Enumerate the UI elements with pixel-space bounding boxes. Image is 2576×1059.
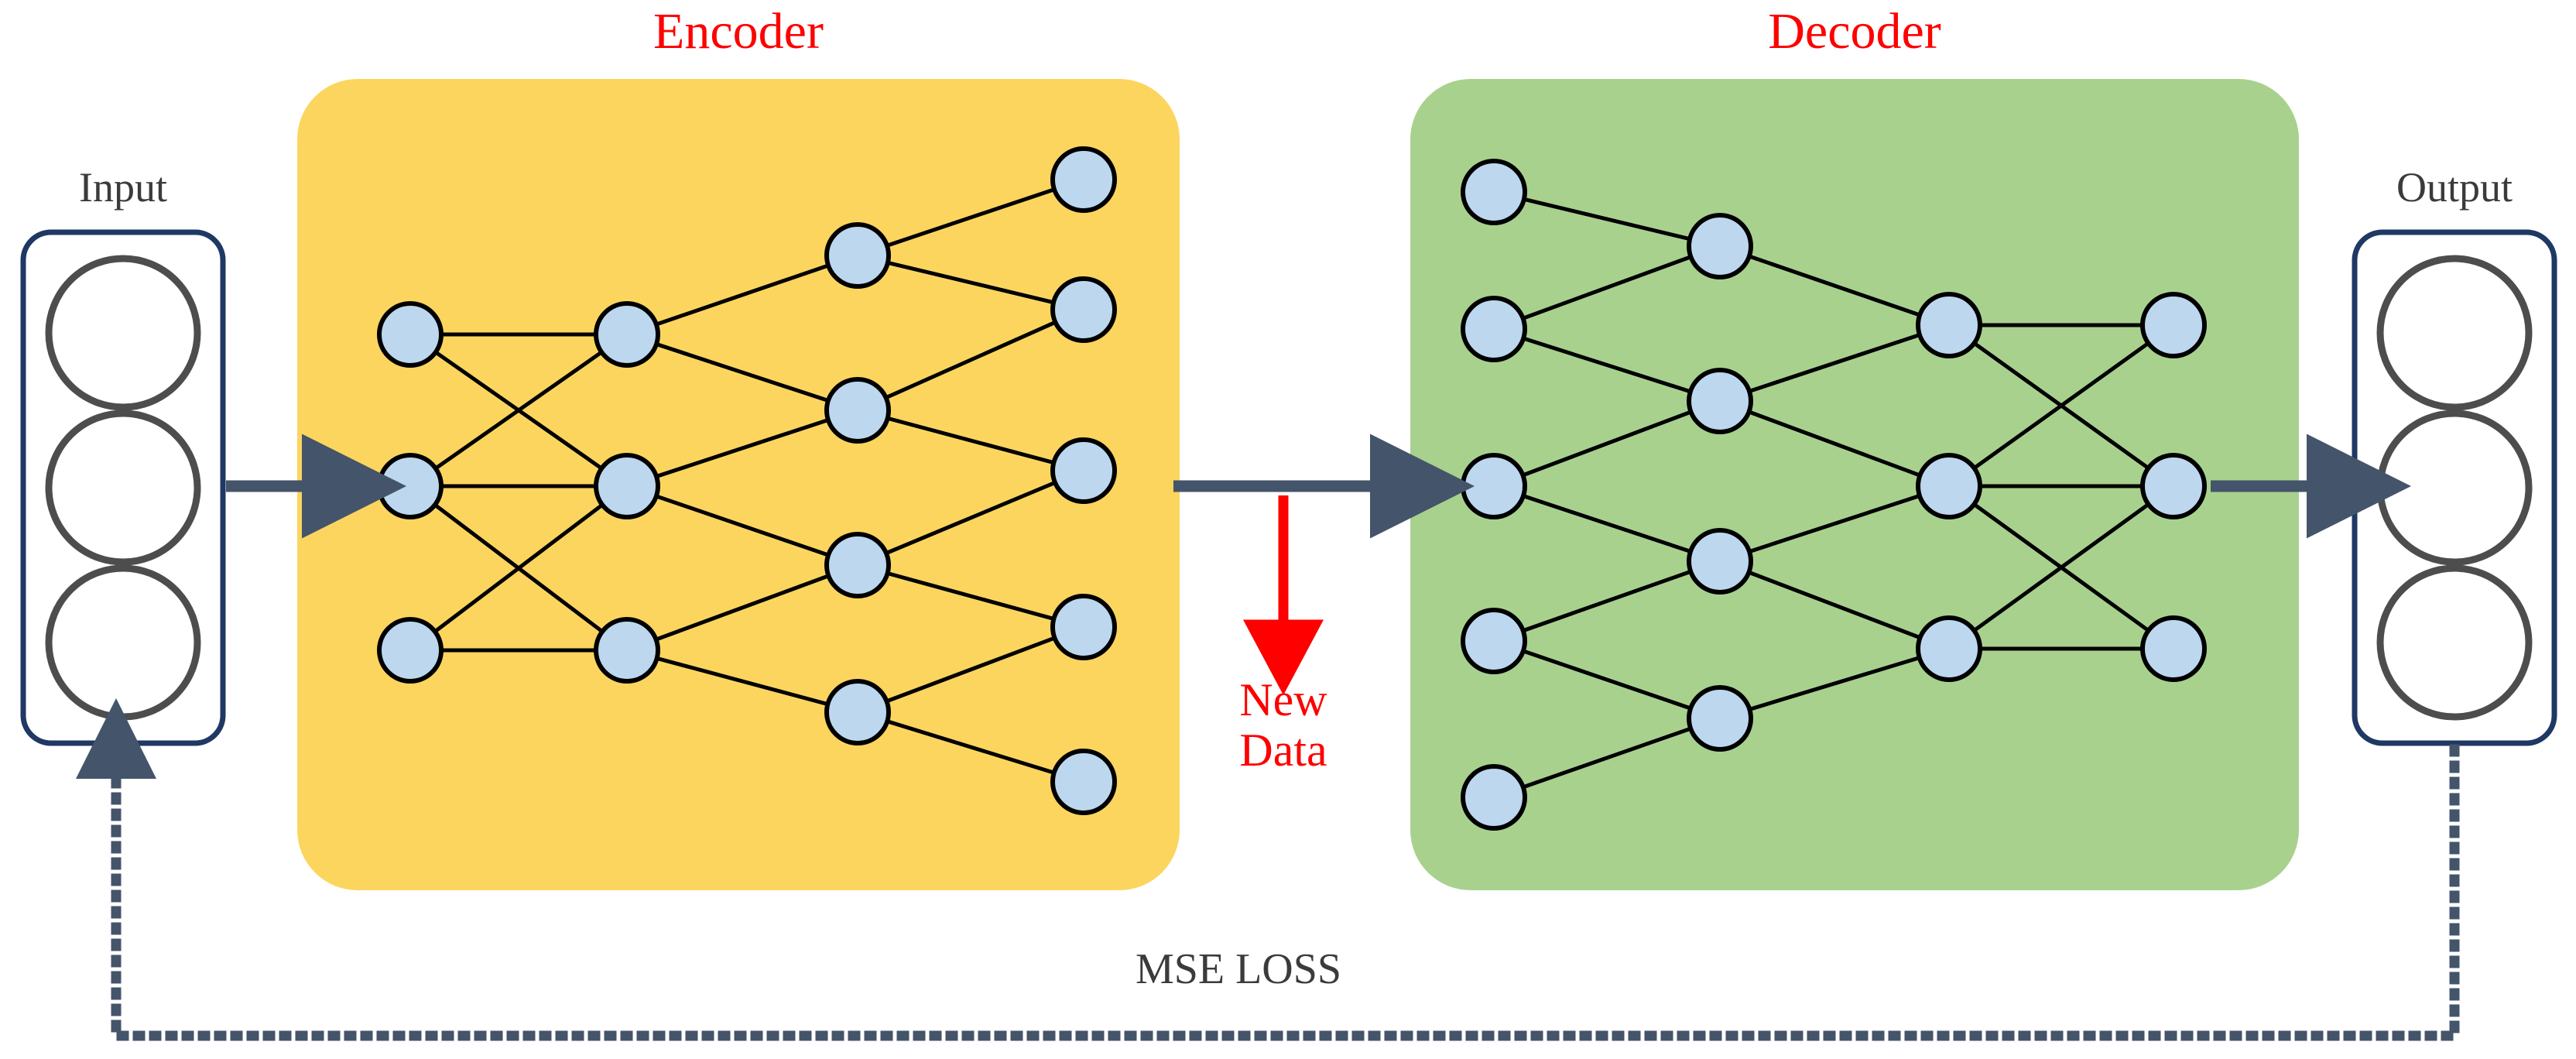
neuron	[1050, 749, 1117, 815]
decoder-edges-l3-l4	[1947, 323, 2175, 651]
neuron	[1687, 685, 1753, 752]
neuron	[1461, 296, 1527, 362]
encoder-neurons	[377, 146, 1117, 815]
encoder-panel	[297, 79, 1180, 890]
neuron	[2140, 615, 2207, 682]
input-unit	[45, 564, 201, 721]
decoder-edges-l1-l2	[1493, 190, 1721, 800]
neuron	[1461, 608, 1527, 674]
neuron	[1916, 615, 1982, 682]
neuron	[1916, 292, 1982, 358]
neuron	[824, 377, 891, 444]
neuron	[2140, 292, 2207, 358]
input-label: Input	[79, 164, 167, 211]
encoder-title: Encoder	[653, 3, 824, 60]
neuron	[1050, 437, 1117, 504]
neuron	[1461, 764, 1527, 831]
neuron	[824, 532, 891, 598]
neuron	[824, 222, 891, 289]
neuron	[1050, 146, 1117, 213]
neuron	[1687, 368, 1753, 434]
decoder-neurons	[1461, 159, 2207, 831]
neuron	[594, 301, 660, 368]
output-unit	[2376, 564, 2533, 721]
mse-loss-label: MSE LOSS	[1135, 945, 1342, 993]
neuron	[1461, 159, 1527, 225]
new-data-line2: Data	[1239, 724, 1327, 776]
decoder-title: Decoder	[1768, 3, 1941, 60]
input-units	[45, 255, 201, 721]
neuron	[1050, 594, 1117, 660]
neuron	[1687, 213, 1753, 279]
neuron	[377, 453, 444, 519]
output-label: Output	[2396, 164, 2513, 211]
encoder-edges-l3-l4	[856, 177, 1085, 784]
neuron	[594, 617, 660, 684]
encoder-edges-l2-l3	[626, 253, 858, 715]
neuron	[2140, 453, 2207, 519]
neuron	[594, 453, 660, 519]
decoder-edges-l2-l3	[1719, 244, 1950, 721]
input-unit	[45, 410, 201, 566]
neuron	[1687, 528, 1753, 595]
output-units	[2376, 255, 2533, 721]
neuron	[1916, 453, 1982, 519]
neuron	[1461, 453, 1527, 519]
neuron	[824, 679, 891, 745]
neuron	[377, 301, 444, 368]
output-unit	[2376, 410, 2533, 566]
neuron	[377, 617, 444, 684]
new-data-line1: New	[1239, 674, 1327, 725]
mse-loss-path	[76, 698, 2460, 1041]
output-unit	[2376, 255, 2533, 411]
neuron	[1050, 276, 1117, 343]
encoder-edges-l1-l2	[409, 332, 629, 653]
input-unit	[45, 255, 201, 411]
new-data-label: New Data	[1167, 675, 1399, 776]
